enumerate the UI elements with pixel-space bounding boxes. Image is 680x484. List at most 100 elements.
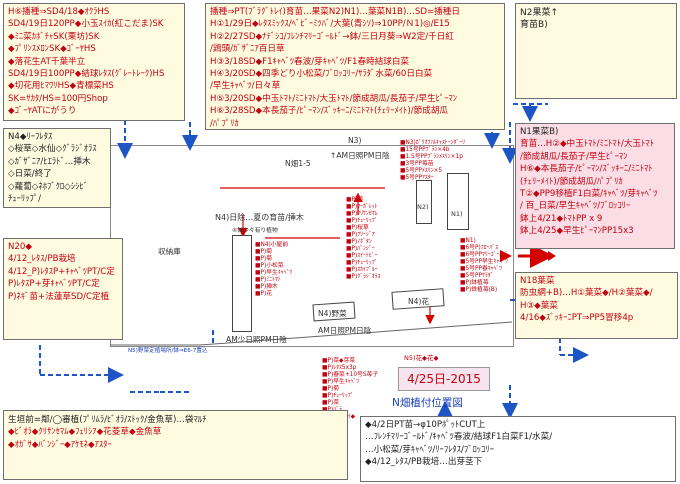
bed-n1 [447,173,469,230]
note-line: ◆落花生AT千葉半立 [8,56,86,67]
note-line: SD4/19日100PP◆結球ﾚﾀｽ(ｸﾞﾚｰﾄﾚｰｸ)HS [8,69,165,80]
note-top-middle: 播種⇒PT(ﾌﾞﾗｸﾞﾄﾚｲ)育苗…果菜N2)N1)…葉菜N1B)…SD=播種日… [205,3,505,130]
field-item: ■P)鉢植苺 [460,280,489,286]
n4-flower-label: N4)花 [408,297,430,306]
field-item: ■3号PP苺苗 [400,161,434,167]
note-line: ◆ｺﾞｰﾔATにがうり [8,106,77,117]
note-line: 鉢上4/21◆ﾄﾏﾄPP x 9 [520,213,603,224]
note-line: /鶏頭/ｶﾞｻﾞﾆｱ百日草 [210,44,285,55]
note-line: 播種⇒PT(ﾌﾞﾗｸﾞﾄﾚｲ)育苗…果菜N2)N1)…葉菜N1B)…SD=播種日 [210,7,460,17]
field-item: ■5号PP春ｷｬﾍﾞﾂ [460,266,503,272]
n4-veg-label: N4)野菜 [318,309,347,318]
field-item: ■P)花 [255,291,273,297]
field-item: ■P)早生ｷｬﾍﾞﾂ [255,270,293,276]
note-top-right: N2果菜↑ 育苗B) [515,3,677,99]
note-line: H④3/20SD◆四季どり小松菜/ﾌﾞﾛｯｺﾘｰ/ｻﾗﾀﾞ水菜/60日白菜 [210,69,433,80]
note-line: H①1/29日◆ﾚﾀｽﾐｯｸｽ/ﾍﾞﾋﾞｰﾐﾂﾊﾞ/大葉(青ｼｿ)⇒10PP/Ｎ… [210,19,450,30]
note-line: (ﾁｪﾘｰﾒｲﾄ)/節成胡瓜/ﾊﾟﾌﾟﾘｶ [520,176,623,187]
field-item: ■P)桜草 [346,225,369,231]
note-line: SD4/19日120PP◆小玉ｽｲｶ(紅こだま)SK [8,19,164,30]
note-n1: N1果菜B) 育苗…H②◆中玉ﾄﾏﾄ/ﾐﾆﾄﾏﾄ/大玉ﾄﾏﾄ/節成胡瓜/長茄子/早… [515,123,675,249]
field-item: ■P)菊 [255,256,273,262]
field-item: ■N4)小屋前 [255,242,289,248]
note-line: 4/12_P)ﾚﾀｽP+ｷｬﾍﾞﾂPT/C定 [8,266,115,277]
field-item: ■6号P)ﾌﾛｰﾊﾞｽ [460,245,499,251]
note-line: ﾁｭｰﾘｯﾌﾟ/ [8,194,41,205]
note-line: …ﾌﾚﾝﾁﾏﾘｰｺﾞｰﾙﾄﾞ/ｷｬﾍﾞﾂ春波/結球F1白菜F1/水菜/ [365,432,553,443]
note-line: H②2/27SD◆ﾅﾃﾞｼｺ/ﾌﾚﾝﾁﾏﾘｰｺﾞｰﾙﾄﾞ→鉢/三日月葵⇒W2定/… [210,31,454,42]
n1-label: N1) [451,210,463,218]
n2-label: N2) [417,203,429,211]
note-line: 防虫網+B)…H①葉菜◆/H②葉菜◆/ [520,288,653,299]
note-line: SK=ｻｶﾀ/HS=100円Shop [8,93,108,104]
field-item: ■15号PPﾌﾞﾗﾝ×4b [400,147,450,153]
field-item: ■P)ｸﾞﾗｼﾞｵﾗｽ [346,274,381,280]
note-n18: N18葉菜防虫網+B)…H①葉菜◆/H②葉菜◆/H③◆葉菜 4/16◆ｽﾞｯｷｰﾆ… [515,272,678,339]
note-line: ◆4/2日PT苗→φ10PﾎﾟｯﾄCUT上 [365,420,486,430]
n4-sub-label: ④鉢少々有り植物 [232,228,278,234]
field-item: ■P)ﾁｭｰﾘｯﾌﾟ [346,260,378,266]
note-line: ◇ｶﾞｻﾞﾆｱ/ﾋｴﾗﾄﾞ…挿木 [8,156,91,167]
field-item: ■N3)ｶﾞﾘｵﾌｧﾙｷｬｽﾄｰﾝﾀﾞｰﾘ [400,140,466,146]
field-item: ■P)ｽｶｲﾌﾞﾙｰ [346,267,378,273]
note-line: N20◆ [8,242,32,252]
note-line: 育苗…H②◆中玉ﾄﾏﾄ/ﾐﾆﾄﾏﾄ/大玉ﾄﾏﾄ [520,139,654,150]
note-line: ◆ﾌﾟﾘﾝｽﾒﾛﾝSK◆ｺﾞｰﾔHS [8,44,96,55]
field-map [110,145,514,347]
center-field-label: N畑1-5 [285,159,311,168]
field-item: ■P)菜◆芽菜 [322,358,356,364]
note-line: 育苗B) [520,20,548,31]
note-line: 4/16◆ｽﾞｯｷｰﾆPT⇒PP5冒移4p [520,313,634,324]
field-item: ■P)ﾉﾎﾞﾀﾝ [346,239,372,245]
note-line: ◆ﾋﾞｵﾗ◆ｸﾘｻﾝｾﾏﾑ◆ﾌｪﾘｼｱ◆花菱草◆金魚草 [8,427,162,438]
note-line: N2果菜↑ [520,8,558,18]
note-line: ◇蘿蔔◇ﾈﾎﾌﾞｸﾛ◇ｼｼﾋﾞ [8,181,88,192]
field-item: ■P)早生ｷｬﾍﾞﾂ [322,379,360,385]
note-line: H⑥◆本長茄子/ﾋﾟｰﾏﾝ/ｽﾞｯｷｰﾆ/ﾐﾆﾄﾏﾄ [520,164,653,175]
field-item: ■P)挿木 [255,284,278,290]
note-line: ◆ｵｶﾞｻ◆ﾊﾞﾝｼﾞｰ◆ｱｹﾓﾈ◆ｱｽﾀｰ [8,439,112,450]
note-line: 生垣前=鄰/◯審植(ﾌﾟﾘﾑﾗ/ﾋﾞｵﾗ/ｽﾄｯｸ/金魚草)…袋ﾏﾙﾁ [8,415,207,425]
field-item: ■P)ﾐﾆﾄﾏﾄ [255,277,281,283]
bed-n2 [416,180,432,224]
note-line: / 百_日菜/早生ｷｬﾍﾞﾂ/ﾌﾞﾛｯｺﾘｰ [520,201,631,212]
note-line: H③◆葉菜 [520,300,558,311]
n5-left-label: N5)野菜定植場所/鉢⇒E6-7置込 [128,348,208,354]
field-item: ■P)ﾚﾀｽ5x3p [322,365,357,371]
note-line: N4◆ﾘｰﾌﾚﾀｽ [8,132,53,142]
note-line: P)ﾈｷﾞ苗+法蓮草SD/C定植 [8,291,110,302]
note-line: H⑥播種⇒SD4/18◆ｵｸﾗHS [8,7,110,17]
note-line: /節成胡瓜/長茄子/早生ﾋﾟｰﾏﾝ [520,151,628,162]
field-item: ■P)菊 [322,386,340,392]
field-item: ■P)春菜+10号S苺子 [322,372,379,378]
note-line: N1果菜B) [520,127,559,137]
note-line: /早生ｷｬﾍﾞﾂ/日々草 [210,81,281,92]
note-line: ◆ﾐﾆ菜ｶﾎﾞﾁｬSK(栗坊)SK [8,31,100,42]
field-item: ■P)鉄植苺(B) [460,287,498,293]
n3-label: N3) [348,136,362,145]
field-item: ■P)ｸﾘｻﾝｾﾏﾑ [346,211,378,217]
field-item: ■5号PP早生ｷｬﾍﾞﾂ [460,259,509,265]
note-line: T②◆PP9移植F1白菜/ｷｬﾍﾞﾂ/芽ｷｬﾍﾞﾂ [520,189,658,200]
field-item: ■P)菜 [322,400,340,406]
note-line: ◇日菜/終了 [8,169,52,180]
field-right-small-list: ■N1)■6号P)ﾌﾛｰﾊﾞｽ■6号PPﾏﾘｰｺﾞｰﾙﾄﾞ■5号PP早生ｷｬﾍﾞ… [460,238,508,294]
note-line: /ﾊﾟﾌﾟﾘｶ [210,118,239,129]
n4-label: N4)日除…夏の育苗/挿木 [215,213,304,222]
field-item: ■5号PPｱｽﾀｰ [400,175,434,181]
note-bottom-left: 生垣前=鄰/◯審植(ﾌﾟﾘﾑﾗ/ﾋﾞｵﾗ/ｽﾄｯｸ/金魚草)…袋ﾏﾙﾁ ◆ﾋﾞｵﾗ… [3,410,348,480]
diagram-caption: N畑植付位置図 [392,397,463,409]
field-mid-small-list: ■P)菊■P)ﾏｰｶﾞﾚｯﾄ■P)ｸﾘｻﾝｾﾏﾑ■P)ﾁｭｰﾘｯﾌﾟ■P)桜草■… [346,197,380,281]
am-pm-bottom-label: AM日照PM日陰 [318,326,372,335]
field-item: ■P)ﾌﾘｰｼﾞｱ [346,232,375,238]
field-item: ■P)菊 [346,197,364,203]
field-item: ■5号PPｻﾗﾀﾞ [460,273,494,279]
field-item: ■1.5号PPﾌﾞﾗﾝﾒｽﾘﾝ×1p [400,154,463,160]
field-n3-small-list: ■N3)ｶﾞﾘｵﾌｧﾙｷｬｽﾄｰﾝﾀﾞｰﾘ■15号PPﾌﾞﾗﾝ×4b■1.5号P… [400,140,465,182]
field-item: ■P)ﾊﾟﾝｼﾞｰ [346,246,375,252]
field-left-small-list: ■N4)小屋前■P)菊■P)菊■P)小松菜■P)早生ｷｬﾍﾞﾂ■P)ﾐﾆﾄﾏﾄ■… [255,242,292,298]
note-line: ◇桜草◇水仙◇ｸﾞﾗｼﾞｵﾗｽ [8,144,97,155]
field-item: ■P)ｽｲｰﾄﾋﾟｰ [346,253,378,259]
note-line: N18葉菜 [520,276,555,286]
field-item: ■5号PPﾒｽﾘﾝ×5 [400,168,443,174]
